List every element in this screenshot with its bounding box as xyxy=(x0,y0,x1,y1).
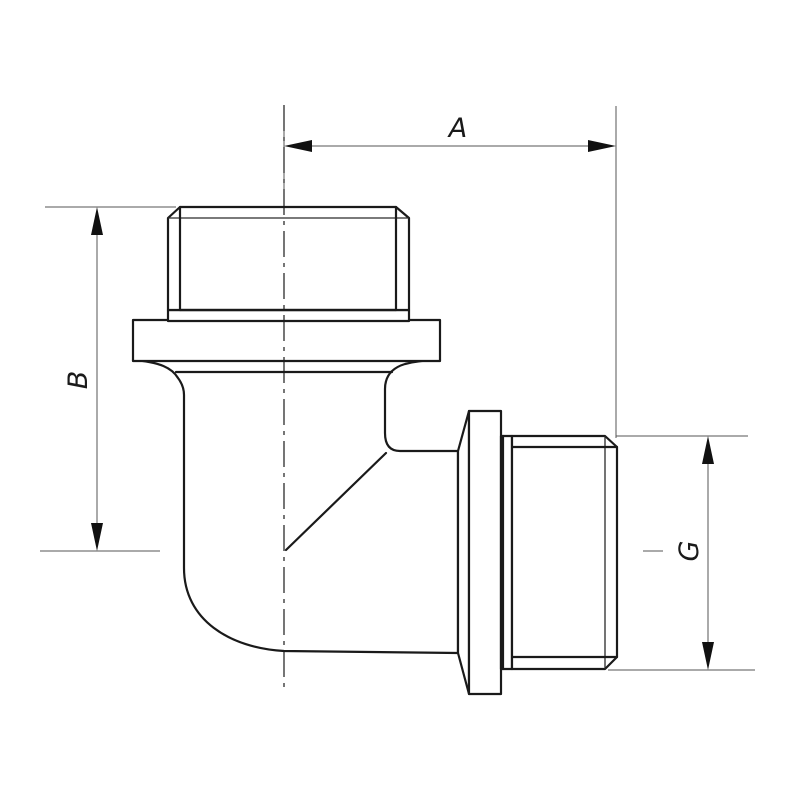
dimension-a-label: A xyxy=(447,113,467,144)
extension-lines xyxy=(40,105,755,671)
top-thread xyxy=(166,205,411,312)
side-thread xyxy=(510,434,619,671)
arrow-right-icon xyxy=(588,140,616,152)
dimension-b-label: B xyxy=(63,371,94,390)
top-flange xyxy=(131,318,442,363)
arrow-down-icon xyxy=(91,523,103,551)
fitting-body xyxy=(131,205,619,696)
dimension-g: G xyxy=(643,436,714,670)
top-thread-collar xyxy=(166,308,411,323)
side-flange-taper xyxy=(456,409,471,696)
arrow-up-icon xyxy=(91,207,103,235)
dimension-a: A xyxy=(284,113,616,152)
arrow-down-icon xyxy=(702,642,714,670)
inner-diagonal xyxy=(284,451,388,552)
side-flange xyxy=(467,409,503,696)
elbow-body xyxy=(131,358,460,655)
dimension-g-label: G xyxy=(674,541,705,562)
dimension-b: B xyxy=(63,207,103,551)
arrow-up-icon xyxy=(702,436,714,464)
arrow-left-icon xyxy=(284,140,312,152)
